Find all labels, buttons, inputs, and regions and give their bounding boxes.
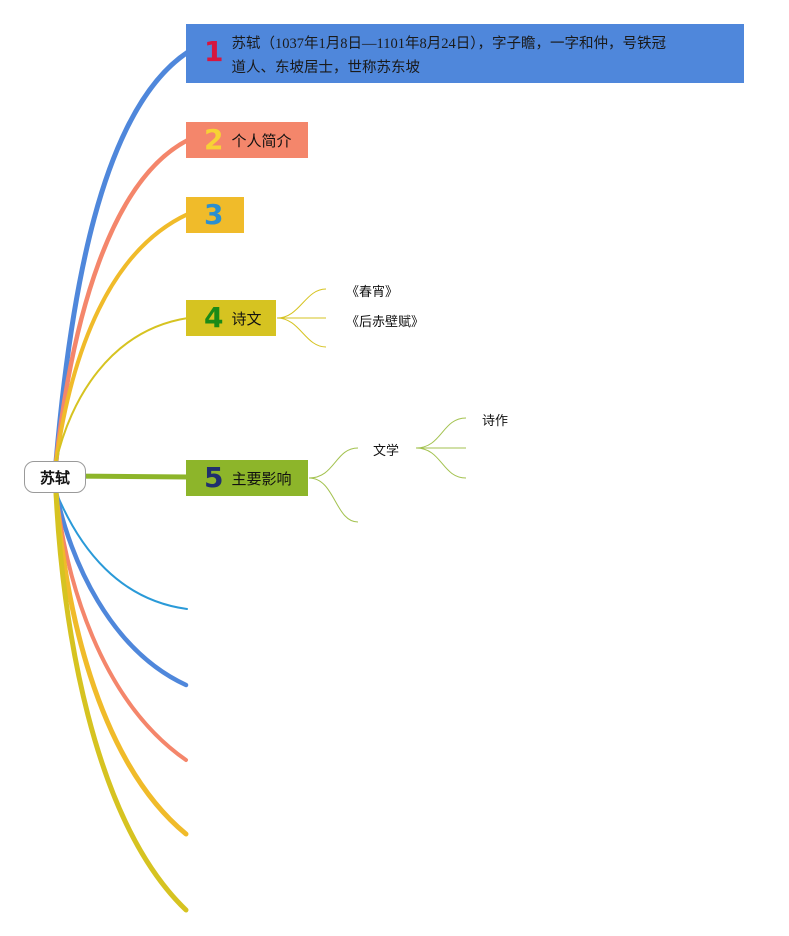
subnode-wenxue[interactable]: 文学 bbox=[373, 444, 400, 459]
branch-5-label: 主要影响 bbox=[231, 469, 292, 488]
leaf-chunxiao[interactable]: 《春宵》 bbox=[346, 285, 399, 300]
number-4-badge: 4 bbox=[204, 301, 224, 334]
branch-2-label: 个人简介 bbox=[231, 131, 292, 150]
connector-branch-3 bbox=[54, 212, 190, 464]
leaf-houchibifu[interactable]: 《后赤壁赋》 bbox=[346, 315, 425, 330]
number-1-badge: 1 bbox=[204, 35, 224, 68]
connector-4-child-1 bbox=[276, 288, 327, 319]
root-node[interactable]: 苏轼 bbox=[24, 461, 86, 493]
number-3-badge: 3 bbox=[204, 198, 224, 231]
branch-1-label-line-1: 苏轼（1037年1月8日—1101年8月24日），字子瞻，一字和仲，号铁冠 bbox=[231, 36, 666, 52]
branch-4-label: 诗文 bbox=[231, 309, 262, 328]
branch-2-node[interactable]: 2 个人简介 bbox=[186, 122, 308, 158]
connector-5-child-2 bbox=[308, 477, 359, 523]
connector-5-child-1 bbox=[308, 447, 359, 479]
branch-5-node[interactable]: 5 主要影响 bbox=[186, 460, 308, 496]
leaf-shizuo[interactable]: 诗作 bbox=[482, 414, 509, 429]
branch-3-node[interactable]: 3 bbox=[186, 197, 244, 233]
connector-empty-2 bbox=[53, 489, 189, 688]
connector-wenxue-child-1 bbox=[415, 417, 467, 449]
number-2-badge: 2 bbox=[204, 123, 224, 156]
branch-1-label: 苏轼（1037年1月8日—1101年8月24日），字子瞻，一字和仲，号铁冠 道人… bbox=[231, 32, 665, 80]
connector-wenxue-child-3 bbox=[415, 447, 467, 479]
connector-branch-2 bbox=[53, 137, 191, 465]
branch-4-node[interactable]: 4 诗文 bbox=[186, 300, 276, 336]
number-5-badge: 5 bbox=[204, 461, 224, 494]
connector-empty-1 bbox=[55, 491, 188, 610]
connector-4-child-3 bbox=[276, 317, 327, 348]
connector-branch-1 bbox=[53, 49, 191, 465]
root-label: 苏轼 bbox=[39, 468, 70, 487]
connector-empty-5 bbox=[53, 489, 189, 913]
branch-1-label-line-2: 道人、东坡居士，世称苏东坡 bbox=[231, 60, 420, 76]
connector-branch-4 bbox=[55, 317, 189, 463]
branch-1-node[interactable]: 1 苏轼（1037年1月8日—1101年8月24日），字子瞻，一字和仲，号铁冠 … bbox=[186, 24, 744, 83]
